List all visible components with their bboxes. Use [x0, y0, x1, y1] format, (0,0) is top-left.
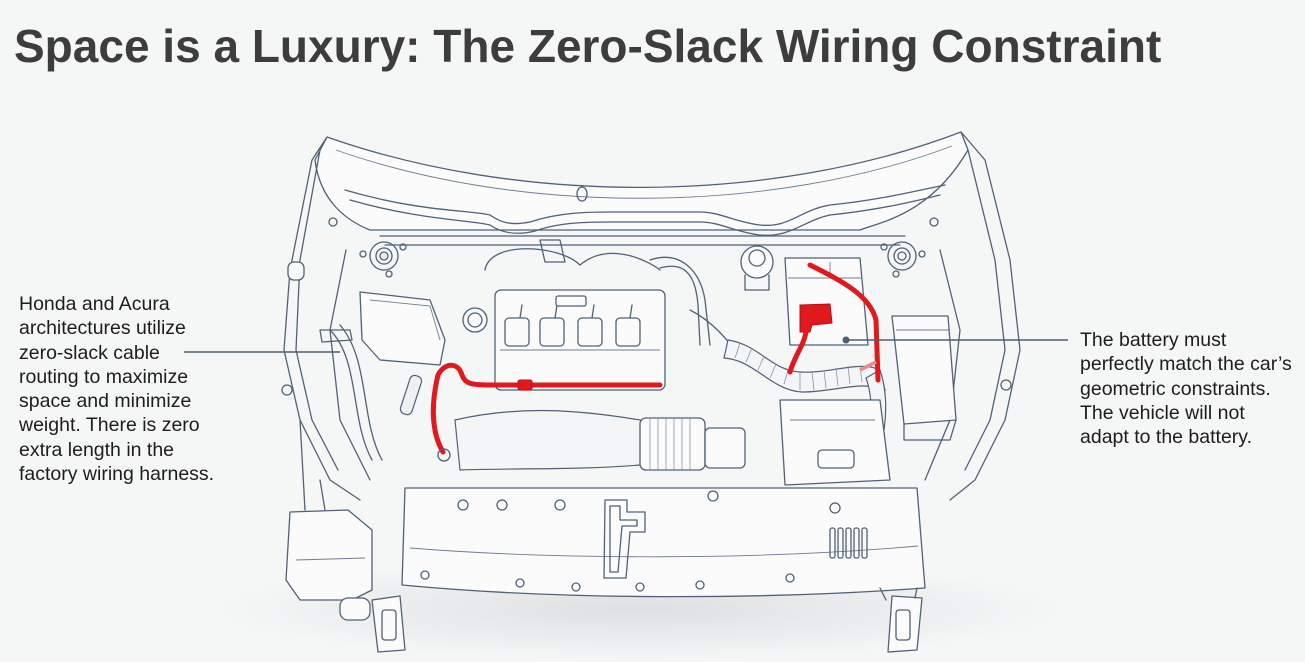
intake-duct — [454, 409, 746, 471]
left-fender — [281, 136, 407, 501]
coolant-reservoir — [319, 291, 446, 461]
air-box — [779, 399, 891, 486]
hood — [314, 131, 969, 236]
left-callout-text: Honda and Acura architectures utilize ze… — [19, 293, 215, 486]
coil-pack-3 — [577, 317, 603, 347]
washer-fluid-tank — [285, 419, 373, 621]
right-fender — [880, 131, 1021, 501]
vent-slots — [829, 527, 868, 559]
crash-mounts — [371, 587, 923, 653]
radiator-support — [401, 487, 926, 598]
battery-cable — [807, 262, 881, 383]
firewall-rail — [379, 235, 906, 246]
battery-positive-terminal-cover — [787, 303, 833, 375]
right-callout-text: The battery must perfectly match the car… — [1080, 329, 1292, 449]
wiring-harness-cable — [430, 362, 663, 462]
coil-pack-1 — [504, 317, 530, 347]
fuse-box — [891, 315, 957, 441]
page-title: Space is a Luxury: The Zero-Slack Wiring… — [14, 20, 1162, 72]
engine — [462, 239, 741, 391]
coil-pack-2 — [539, 317, 565, 347]
brake-fluid-reservoir — [740, 245, 774, 291]
coil-pack-4 — [615, 317, 641, 347]
